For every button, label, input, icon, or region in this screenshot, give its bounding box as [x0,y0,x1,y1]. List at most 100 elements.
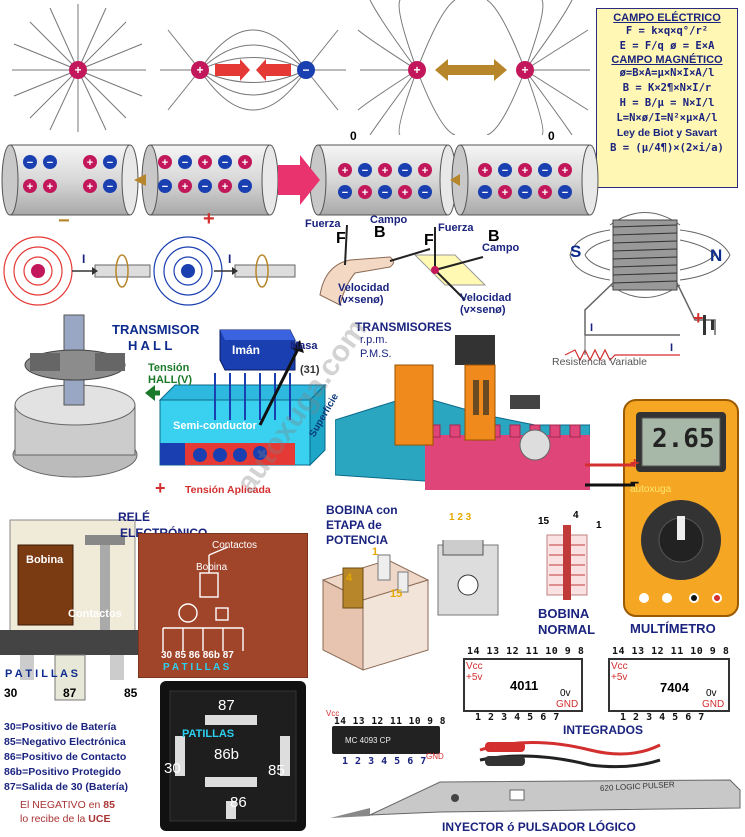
charge-sign: − [27,157,33,169]
hall-sensor-diagram [145,329,327,467]
biot-savart-title: Ley de Biot y Savart [616,127,718,139]
charge-sign: + [402,187,408,199]
charge-sign: + [74,63,81,77]
positive-charge-icon [378,163,392,177]
charge-sign: − [342,187,348,199]
radial-field [12,4,146,132]
coil-terminal-4: 4 [346,572,353,584]
pms-sensor-diagram [335,335,590,490]
negative-charge-icon [238,179,252,193]
socket-pins [169,690,297,822]
dip-vcc: Vcc [326,709,340,718]
normal-coil-title-line2: NORMAL [538,622,596,637]
charge-sign: + [162,157,168,169]
positive-charge-icon [358,185,372,199]
relay-pin-85: 85 [124,686,138,700]
negativo-text: lo recibe de la [20,813,89,825]
charge-sign: − [502,165,508,177]
magnetic-field-title: CAMPO MAGNÉTICO [611,54,723,66]
charge-sign: + [87,157,93,169]
negative-charge-icon [538,163,552,177]
electric-formula: E = F/q ø = E×A [619,40,715,52]
battery-plus-sign: + [693,308,704,328]
negative-charge-icon [23,155,37,169]
coil-terminal-15: 15 [390,588,403,600]
hall-title-line1: TRANSMISOR [112,322,200,337]
hand-rule-diagram [319,224,487,306]
negative-charge-icon [158,179,172,193]
legend-item: 86b=Positivo Protegido [4,766,121,778]
socket-pin-87: 87 [218,697,235,714]
like-charges-field [357,0,590,135]
hall-tension-label: Tensión [148,362,190,374]
semiconductor-label: Semi-conductor [173,420,257,432]
charge-sign: − [107,157,113,169]
charge-sign: − [562,187,568,199]
negative-charge-icon [103,179,117,193]
negative-charge-icon [558,185,572,199]
positive-charge-icon [43,179,57,193]
relay-contactos-label: Contactos [68,608,122,620]
B-vector-label: B [488,228,500,245]
velocidad-label: Velocidad [460,292,512,304]
ic2-5v: +5v [611,672,628,683]
campo-label: Campo [370,214,408,226]
velocidad-label: Velocidad [338,282,390,294]
positive-charge-icon [238,155,252,169]
pin-legend: 30=Positivo de Batería 85=Negativo Elect… [4,720,128,795]
current-in-icon [181,264,195,278]
charge-sign: − [382,187,388,199]
attract-arrow-icon [215,59,250,81]
charge-sign: − [362,165,368,177]
magnetic-formula: B = K×2¶×N×I/r [622,82,712,94]
negative-terminal-sign: − [58,210,70,232]
hall-title-line2: H A L L [128,338,173,353]
charge-sign: + [202,157,208,169]
ic1-label: 4011 [510,678,539,693]
multimeter-reading: 2.65 [652,424,715,454]
charge-sign: + [382,165,388,177]
legend-item: 30=Positivo de Batería [4,721,117,733]
relay-box [138,533,308,678]
pulser-body-icon [369,779,741,816]
probe-minus-sign: − [630,475,640,492]
solenoid-south-label: S [570,242,582,261]
transfer-arrow-icon [450,174,460,186]
sensor-icon [464,364,496,441]
relay-pin-87: 87 [63,686,77,700]
charge-sign: + [27,181,33,193]
dip-top-pins: 14 13 12 11 10 9 8 [334,716,446,727]
socket-pin-30: 30 [164,760,181,777]
current-label: I [82,252,86,266]
charge-sign: + [342,165,348,177]
current-label: I [228,252,232,266]
pulser-title: INYECTOR ó PULSADOR LÓGICO [442,820,636,834]
charge-sign: − [202,181,208,193]
hall-voltage-label: HALL(V) [148,374,192,386]
socket-pin-85: 85 [268,762,285,779]
charge-sign: + [482,165,488,177]
positive-charge-icon [338,163,352,177]
ic2-0v: 0v [706,688,717,699]
charge-sign: + [422,165,428,177]
zero-label: 0 [350,130,357,143]
ic-4011 [463,658,583,712]
connector-pins: 1 2 3 [449,512,472,523]
wire-icon [94,264,151,278]
solenoid-north-label: N [710,246,723,265]
dip-gnd: GND [426,752,444,761]
resistor-label: Resistencia Variable [552,356,647,368]
positive-charge-icon [478,163,492,177]
tension-aplicada-label: Tensión Aplicada [185,484,271,496]
normal-coil-terminal-1: 1 [596,520,602,531]
hall-plus-sign: + [155,478,166,498]
field-lines-row: + + − + + [12,0,590,135]
charge-sign: + [222,181,228,193]
ic2-top-pins: 14 13 12 11 10 9 8 [612,646,730,657]
solenoid-coil-icon [612,219,678,291]
normal-coil-terminal-4: 4 [573,510,579,521]
socket-patillas-label: PATILLAS [182,728,235,740]
masa-label: Masa [290,340,318,352]
coil-power-stage [321,540,499,671]
coil-title-line3: POTENCIA [326,533,389,547]
